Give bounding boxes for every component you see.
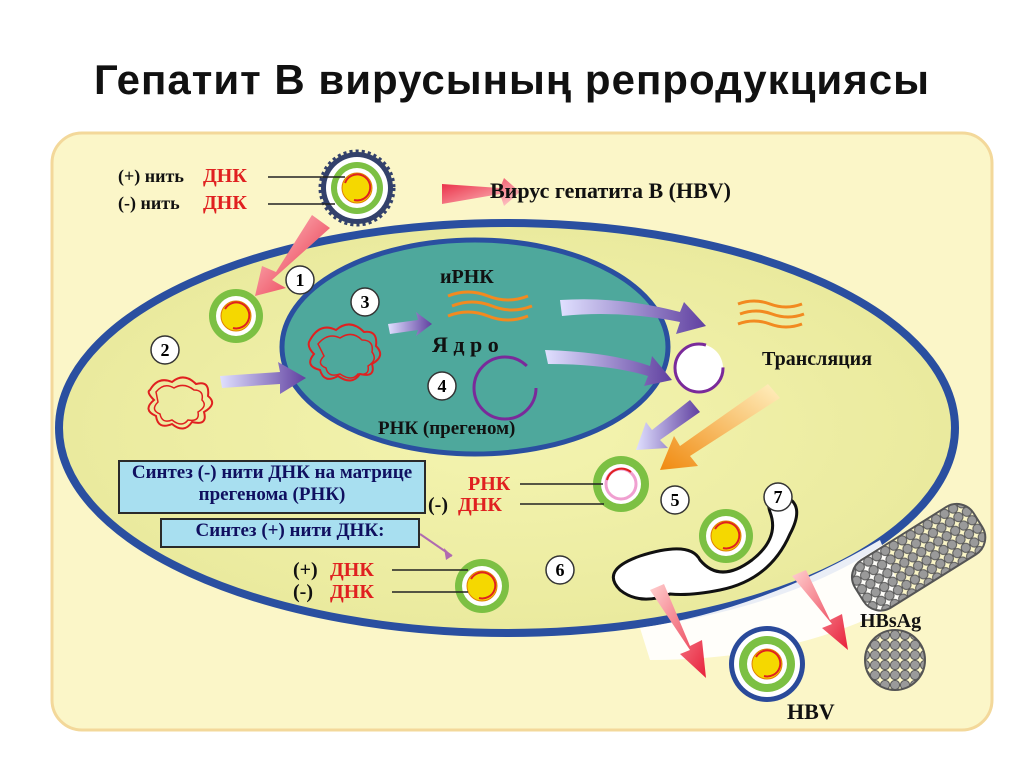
step-1-marker: 1 (285, 265, 315, 295)
step-3-marker: 3 (350, 287, 380, 317)
svg-text:5: 5 (671, 490, 680, 510)
step-2-marker: 2 (150, 335, 180, 365)
arrow-translation-orange (660, 384, 780, 470)
pregenome-rna-circle (472, 355, 538, 421)
svg-text:1: 1 (296, 270, 305, 290)
label-hbsag: HBsAg (860, 610, 921, 632)
core-step7 (698, 508, 754, 564)
arrow-into-nucleus (220, 362, 306, 394)
virus-particle-top (318, 149, 396, 227)
mrna-cytoplasm (737, 299, 805, 329)
relaxed-dna-step2 (147, 376, 214, 430)
cccdna-in-nucleus-inner (317, 333, 375, 379)
label-dna-step5: ДНК (458, 494, 502, 516)
page-title: Гепатит В вирусының репродукциясы (93, 56, 930, 103)
svg-text:2: 2 (161, 340, 170, 360)
label-nucleus: Я д р о (432, 332, 499, 357)
label-minus-step5: (-) (428, 494, 448, 516)
core-step6 (454, 558, 510, 614)
arrow-step3 (388, 312, 432, 336)
arrow-to-step5-purple (636, 400, 700, 450)
label-plus-step6: (+) (293, 559, 318, 581)
core-step5 (593, 456, 649, 512)
label-translation: Трансляция (762, 348, 872, 370)
arrow-pregenome-export (545, 350, 672, 386)
mrna-strands (447, 290, 533, 322)
step-5-marker: 5 (660, 485, 690, 515)
svg-text:6: 6 (556, 560, 565, 580)
label-plus-strand-dna: ДНК (203, 165, 247, 187)
step-markers: 1 2 3 4 5 6 7 (150, 265, 793, 585)
step-7-marker: 7 (763, 482, 793, 512)
core-step1 (208, 288, 264, 344)
arrow-entry (255, 215, 330, 296)
label-plus-strand: (+) нить (118, 166, 184, 187)
label-minus-step6: (-) (293, 581, 313, 603)
label-dna-step6-plus: ДНК (330, 559, 374, 581)
hbsag-filament (850, 502, 987, 612)
svg-text:3: 3 (361, 292, 370, 312)
hbv-virion-released (729, 626, 805, 702)
relaxed-dna-step2-inner (153, 384, 205, 425)
label-hbv: HBV (787, 699, 835, 724)
arrow-exit-hbv (650, 584, 706, 678)
arrow-to-virus (442, 178, 520, 206)
arrow-mrna-to-cytoplasm (560, 299, 706, 334)
label-dna-step6-minus: ДНК (330, 581, 374, 603)
step-4-marker: 4 (427, 371, 457, 401)
svg-text:7: 7 (774, 487, 783, 507)
arrow-exit-hbsag (792, 570, 848, 650)
box-minus-strand-synthesis: Синтез (-) нити ДНК на матрице прегенома… (118, 460, 426, 514)
label-minus-strand-dna: ДНК (203, 192, 247, 214)
label-mrna: иРНК (440, 266, 494, 288)
box-plus-strand-synthesis: Синтез (+) нити ДНК: (160, 518, 420, 548)
svg-text:4: 4 (438, 376, 447, 396)
pregenome-cytoplasm (673, 342, 725, 394)
cccdna-in-nucleus (307, 323, 382, 382)
label-minus-strand: (-) нить (118, 193, 180, 214)
label-virus: Вирус гепатита В (HBV) (490, 178, 731, 203)
nucleus (279, 237, 671, 457)
label-rna-step5: РНК (468, 473, 511, 495)
step-6-marker: 6 (545, 555, 575, 585)
label-rna-pregenome: РНК (прегеном) (378, 418, 515, 439)
hbsag-sphere (864, 629, 926, 691)
